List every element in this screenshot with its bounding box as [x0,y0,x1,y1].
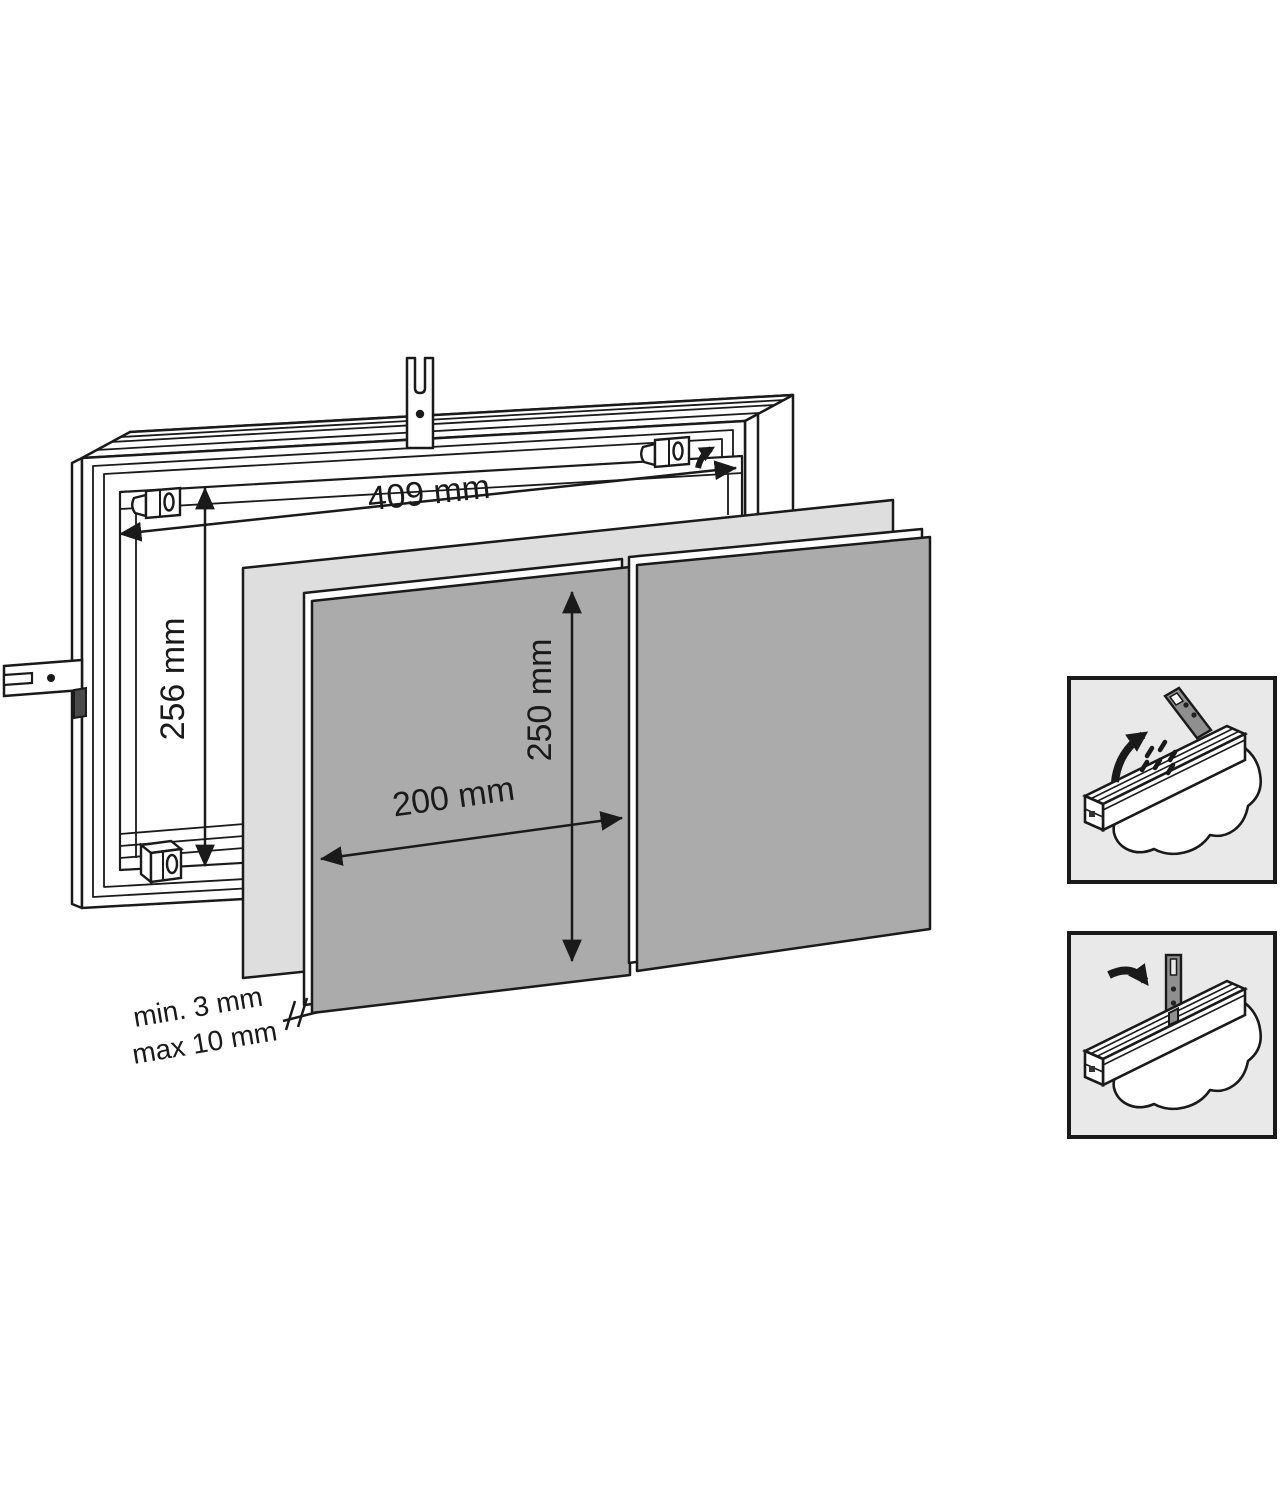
bracket-hole [1183,702,1189,708]
bracket-hole [415,409,425,419]
bracket-fork-notch [2,671,34,687]
frame-height-label: 256 mm [154,618,192,741]
clip-body [653,435,691,469]
gap-annotation: min. 3 mm max 10 mm [130,981,319,1070]
dimension-frame-height: 256 mm [154,486,215,868]
bracket-hole [1170,986,1177,992]
clip-tab [640,442,657,467]
panel-2-face [635,535,932,973]
clip-bottom [138,839,184,885]
bracket-fork-notch [1169,958,1178,976]
panel-1 [302,557,632,1015]
bracket-mount [73,686,87,720]
clip-slot [165,853,179,875]
bracket-hole [1170,1000,1177,1006]
hanger-bracket-top [405,356,435,450]
tilted-bracket [1163,686,1213,740]
bracket-hole [47,674,55,682]
thickness-mark-icon [282,997,319,1031]
clip-slot [672,441,684,461]
tilt-out-arrow-icon [1111,731,1149,783]
dimension-line [118,460,738,542]
panel-height-label: 250 mm [521,639,559,762]
dimension-panel-height: 250 mm [521,590,582,963]
frame-ridge-line [110,404,775,443]
hanger-bracket-left [2,658,87,720]
clip-slot [163,492,175,512]
inset-detail-tilt-out [1067,676,1277,884]
clip-body [144,486,182,520]
clip-tab [131,493,148,518]
panel-1-face [310,565,632,1015]
frame-ridge-line [120,399,785,438]
bracket-fork-notch [1168,692,1185,706]
bracket-fork-strip [405,356,435,450]
inset-detail-insert [1067,931,1277,1139]
bracket-hole [1191,712,1197,718]
debris-dashes [1139,739,1178,776]
clip-left-face [139,842,153,885]
dimension-line [319,811,624,866]
insert-arrow-icon [1107,963,1149,987]
bracket-in-slot [1168,1006,1179,1027]
panel-2 [627,527,932,973]
